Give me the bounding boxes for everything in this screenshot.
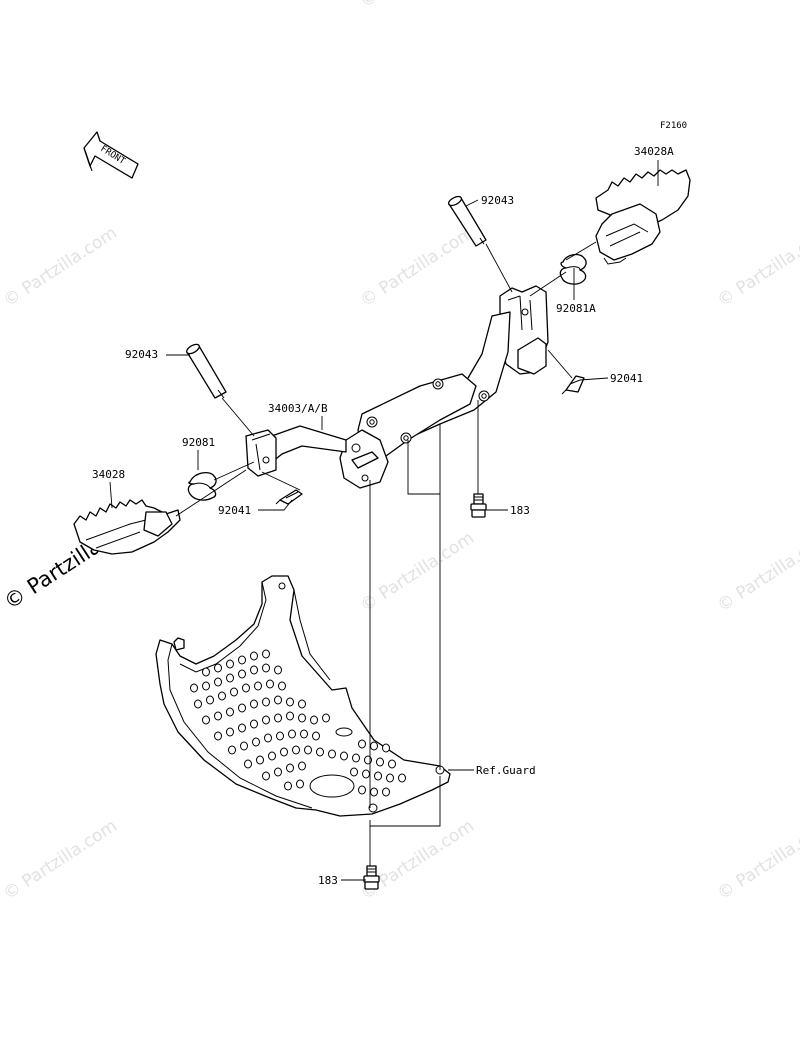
callout-34003: 34003/A/B	[268, 402, 328, 415]
watermark: © Partzilla.com	[357, 528, 478, 616]
front-arrow-icon: FRONT	[83, 131, 139, 179]
callout-183-upper: 183	[510, 504, 530, 517]
callout-92081: 92081	[182, 436, 215, 449]
spring-right	[559, 253, 587, 285]
spring-left	[187, 471, 217, 501]
callout-34028: 34028	[92, 468, 125, 481]
pin-left	[186, 343, 227, 399]
footpeg-bracket	[245, 285, 549, 489]
figure-code: F2160	[660, 121, 687, 131]
callout-92081A: 92081A	[556, 302, 596, 315]
cotter-left	[275, 489, 303, 505]
callout-labels: 34028A 92043 92081A 92041 92043 34003/A/…	[92, 145, 674, 887]
guard-perforations	[190, 649, 406, 797]
watermark: © Partzilla.com	[357, 0, 478, 12]
pin-right	[447, 195, 487, 247]
callout-92041-left: 92041	[218, 504, 251, 517]
watermark: © Partzilla.com	[714, 223, 800, 311]
watermark: © Partzilla.com	[714, 816, 800, 904]
callout-34028A: 34028A	[634, 145, 674, 158]
bolt-lower	[363, 865, 380, 890]
skid-guard	[155, 575, 451, 817]
cotter-right	[561, 375, 585, 395]
watermark: © Partzilla.com	[0, 816, 121, 904]
watermark: © Partzilla.com	[357, 223, 478, 311]
bolt-upper	[470, 493, 487, 518]
watermark: © Partzilla.com	[714, 528, 800, 616]
callout-183-lower: 183	[318, 874, 338, 887]
footpeg-left	[73, 499, 181, 555]
callout-leaders	[109, 160, 659, 881]
watermark: © Partzilla.com	[0, 223, 121, 311]
callout-92041-right: 92041	[610, 372, 643, 385]
callout-92043-left: 92043	[125, 348, 158, 361]
callout-92043-right: 92043	[481, 194, 514, 207]
callout-ref-guard: Ref.Guard	[476, 764, 536, 777]
watermark: © Partzilla.com	[357, 816, 478, 904]
footpeg-right	[595, 169, 691, 265]
assembly-lines	[175, 241, 597, 866]
